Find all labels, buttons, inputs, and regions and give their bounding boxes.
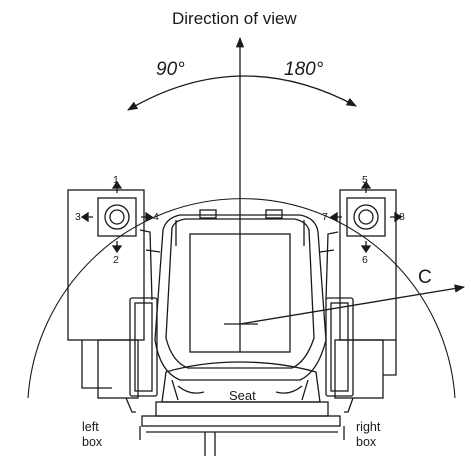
seat [125,209,354,456]
right-box-label-line1: right [356,420,381,434]
left-box-label-line1: left [82,420,99,434]
right-box-label-line2: box [356,435,377,449]
view-circle [27,198,456,399]
radius-arrow [239,284,466,325]
seat-label: Seat [229,388,256,403]
angle-right-label: 180° [284,59,324,80]
left-box-number-2: 2 [113,254,119,266]
left-box-label: left box [82,420,102,450]
left-box-number-3: 3 [75,211,81,223]
radius-label: C [418,267,432,288]
left-box-number-4: 4 [153,211,159,223]
left-box-label-line2: box [82,435,103,449]
right-box [319,180,403,399]
right-armrest [325,297,354,397]
angle-left-label: 90° [156,59,185,80]
right-box-number-8: 8 [399,211,405,223]
left-box [67,180,161,399]
view-direction-title: Direction of view [172,9,297,28]
left-box-number-1: 1 [113,174,119,186]
right-box-number-6: 6 [362,254,368,266]
right-box-number-7: 7 [322,211,328,223]
right-box-label: right box [356,420,380,450]
rotation-arc [127,75,357,111]
right-box-number-5: 5 [362,174,368,186]
